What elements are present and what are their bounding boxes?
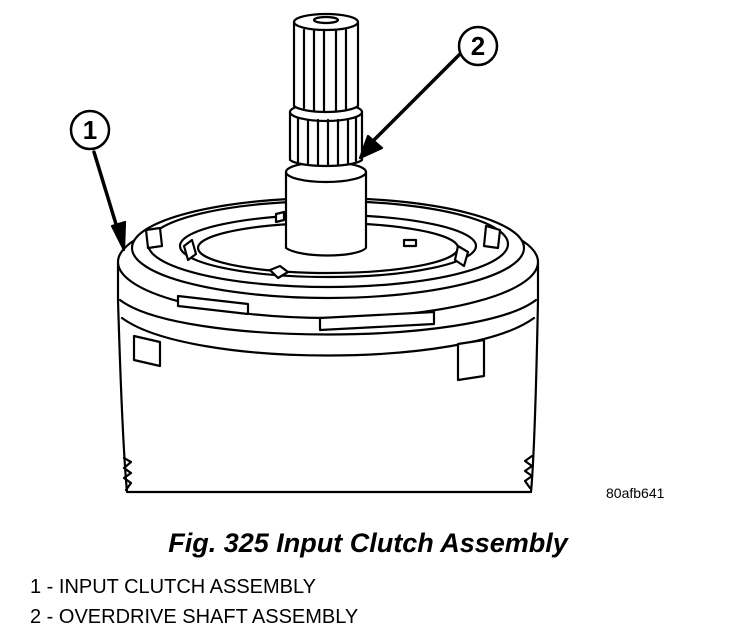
callout-1-circle (69, 109, 111, 151)
callout-2-number: 2 (471, 31, 485, 61)
callout-1-leader (92, 150, 127, 252)
callout-2-circle (457, 25, 499, 67)
input-clutch-illustration: 1 2 (69, 12, 540, 494)
legend-item: 1 - INPUT CLUTCH ASSEMBLY (30, 576, 316, 598)
figure-caption: Fig. 325 Input Clutch Assembly (168, 528, 568, 558)
callout-1-number: 1 (83, 115, 97, 145)
callout-2-leader (358, 50, 464, 160)
legend-item: 2 - OVERDRIVE SHAFT ASSEMBLY (30, 606, 359, 628)
overdrive-shaft (284, 12, 368, 257)
legend: 1 - INPUT CLUTCH ASSEMBLY 2 - OVERDRIVE … (30, 572, 358, 632)
image-code: 80afb641 (606, 485, 665, 501)
